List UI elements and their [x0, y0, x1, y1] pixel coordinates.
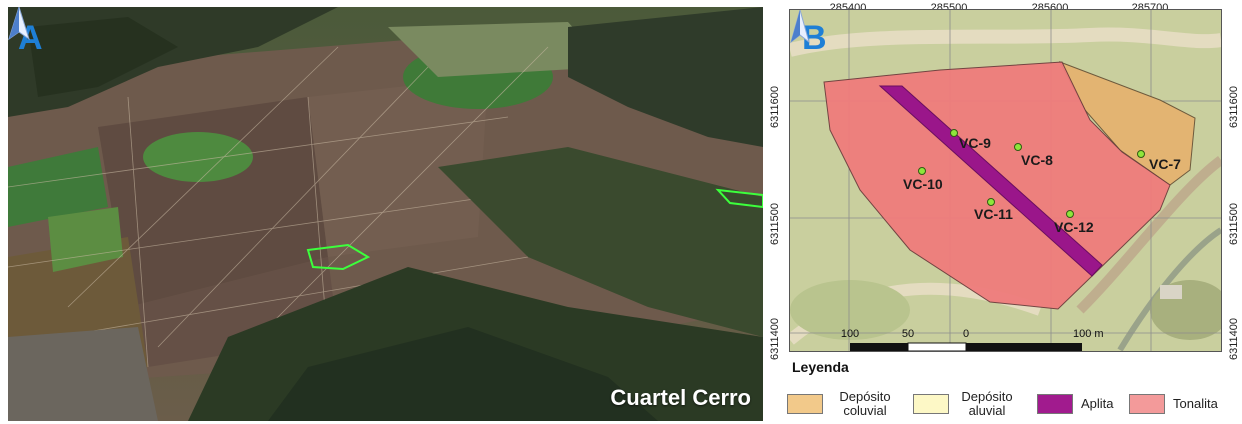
scale-label: 50 — [901, 328, 915, 340]
place-label: Cuartel Cerro — [610, 385, 751, 410]
northing-tick-left: 6311600 — [769, 85, 781, 128]
legend-swatch — [913, 394, 949, 414]
sample-label: VC-10 — [903, 176, 943, 192]
sample-label: VC-11 — [974, 206, 1013, 222]
geologic-map: B VC-7 VC-8 VC-9 VC-10 VC-11 VC-12 100 5… — [789, 9, 1222, 352]
legend-swatch — [787, 394, 823, 414]
aerial-image-panel: A Cuartel Cerro — [8, 7, 763, 421]
north-arrow-icon — [8, 7, 30, 41]
legend-item: Tonalita — [1129, 388, 1239, 420]
geologic-map-svg — [790, 10, 1221, 351]
northing-tick-right: 6311400 — [1228, 317, 1240, 360]
scale-label: 100 — [840, 328, 860, 340]
scale-label: 0 — [962, 328, 970, 340]
geologic-map-panel: 285400 285500 285600 285700 6311600 6311… — [767, 0, 1242, 424]
legend-swatch — [1037, 394, 1073, 414]
legend-swatch — [1129, 394, 1165, 414]
legend-title: Leyenda — [792, 359, 849, 375]
legend-label: Depósito coluvial — [839, 389, 891, 418]
legend-label: Aplita — [1081, 396, 1114, 411]
scale-label: 100 m — [1073, 328, 1104, 340]
sample-label: VC-9 — [959, 135, 991, 151]
legend-item: Depósito aluvial — [913, 388, 1033, 420]
north-arrow-icon — [790, 10, 810, 44]
sample-label: VC-8 — [1021, 152, 1053, 168]
sample-label: VC-7 — [1149, 156, 1181, 172]
northing-tick-right: 6311600 — [1228, 85, 1240, 128]
legend-item: Depósito coluvial — [787, 388, 907, 420]
legend-label: Tonalita — [1173, 396, 1218, 411]
legend-label: Depósito aluvial — [961, 389, 1013, 418]
northing-tick-left: 6311500 — [769, 202, 781, 245]
aerial-image — [8, 7, 763, 421]
northing-tick-right: 6311500 — [1228, 202, 1240, 245]
northing-tick-left: 6311400 — [769, 317, 781, 360]
sample-label: VC-12 — [1054, 219, 1094, 235]
legend-item: Aplita — [1037, 388, 1137, 420]
